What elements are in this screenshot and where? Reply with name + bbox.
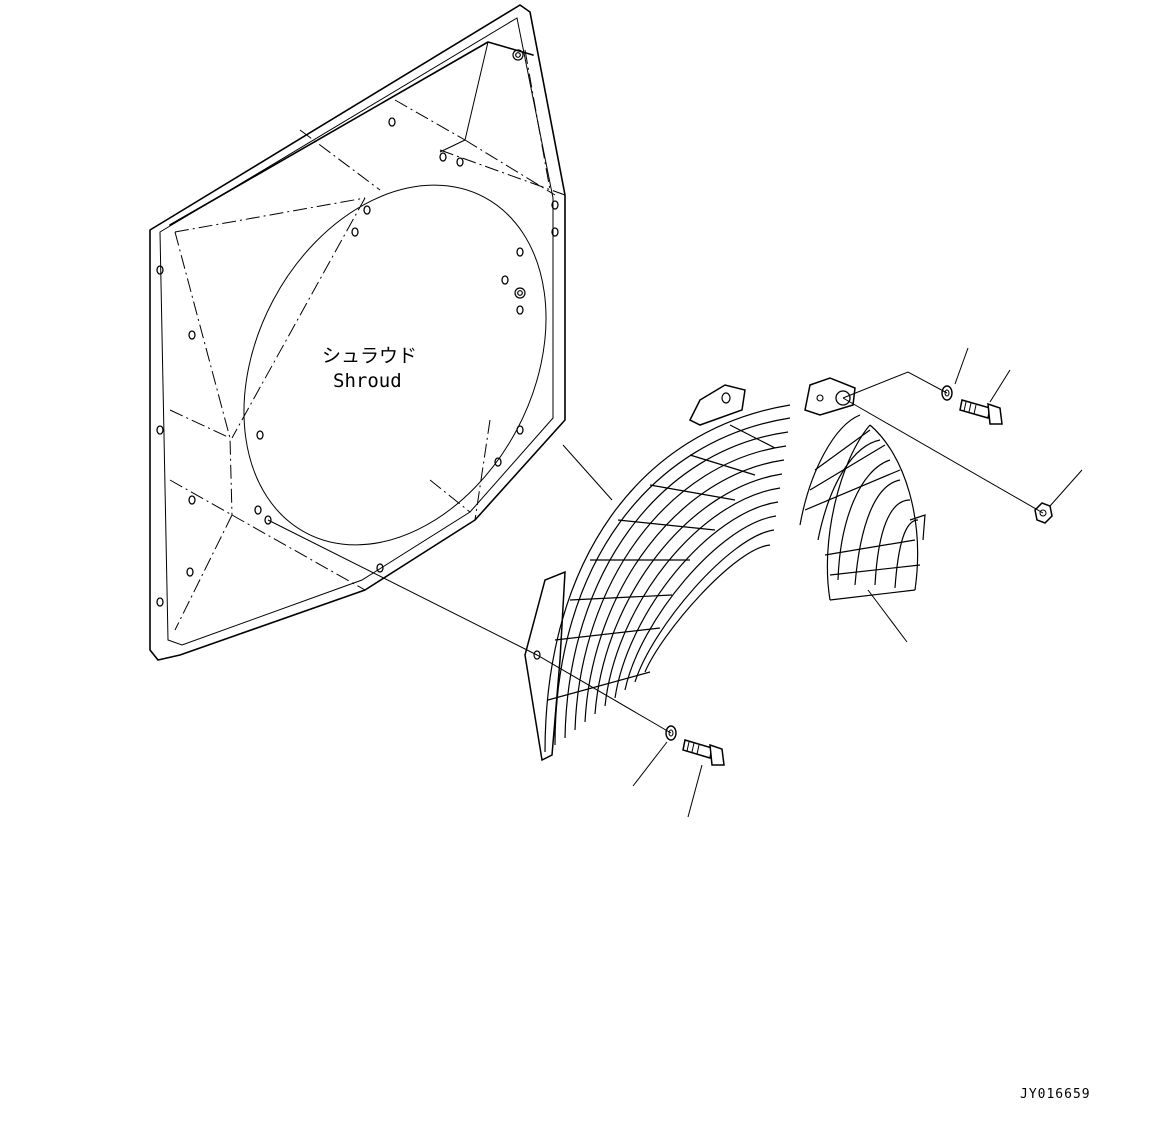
bolt-top (959, 399, 1003, 425)
drawing-code: JY016659 (1020, 1087, 1091, 1102)
assembly-lines (267, 371, 1044, 734)
fan-guard-large (524, 384, 791, 762)
shroud-panel (149, 4, 566, 661)
shroud-label-en: Shroud (333, 370, 402, 392)
washer-top (941, 385, 953, 401)
shroud-label-jp: シュラウド (322, 345, 417, 367)
leader-lines (562, 347, 1083, 818)
nut-right (1034, 502, 1053, 524)
fan-guard-small (799, 377, 926, 601)
bolt-bottom (682, 739, 725, 766)
